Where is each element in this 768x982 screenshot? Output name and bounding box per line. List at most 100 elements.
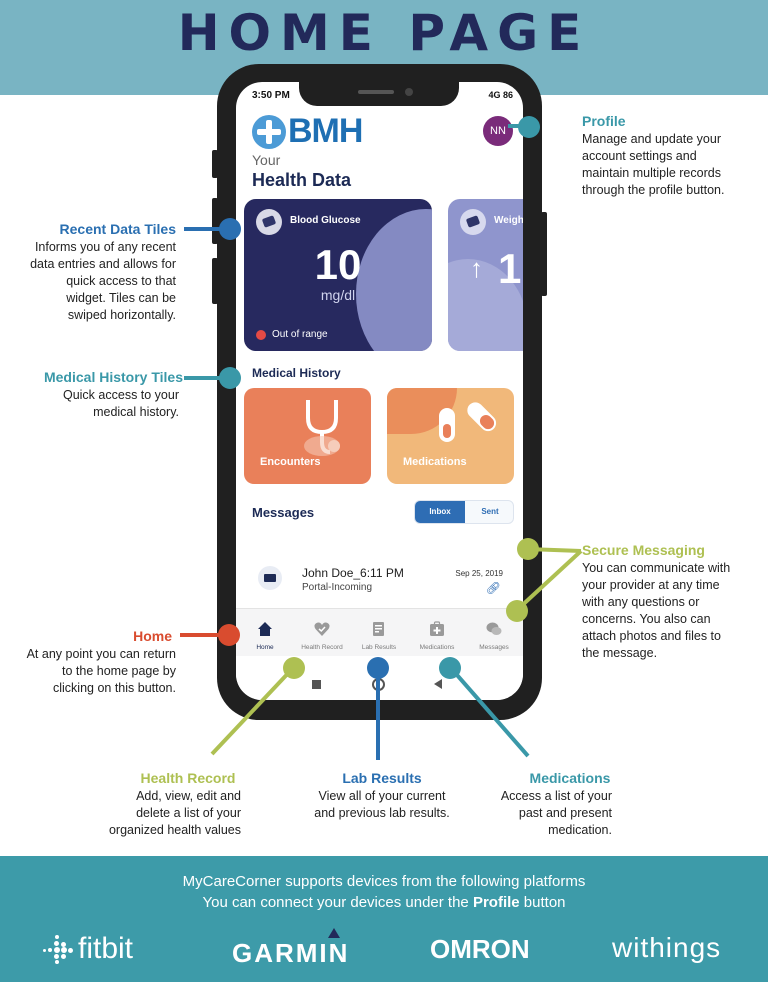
bmh-logo: BMH (252, 112, 363, 151)
tab-home-label: Home (256, 644, 274, 651)
medications-label: Medications (403, 456, 467, 468)
scale-icon (460, 209, 486, 235)
footer-line-1: MyCareCorner supports devices from the f… (182, 873, 586, 890)
footer-banner (0, 856, 768, 982)
messages-title: Messages (252, 505, 315, 520)
bottom-tab-bar: Home Health Record Lab Results Medicatio… (236, 608, 523, 656)
recent-data-connector (184, 227, 230, 231)
bmh-cross-icon (252, 114, 286, 149)
weight-tile[interactable]: Weigh ↑ 1 (448, 199, 523, 351)
home-annotation-title: Home (133, 628, 172, 644)
tab-messages[interactable]: Messages (465, 609, 523, 657)
profile-annotation-title: Profile (582, 113, 626, 129)
out-of-range-indicator (256, 330, 266, 340)
omron-logo: OMRON (430, 934, 530, 964)
tab-lab-results[interactable]: Lab Results (350, 609, 408, 657)
message-list-item[interactable]: John Doe_6:11 PM Portal-Incoming Sep 25,… (236, 552, 523, 604)
profile-annotation-text: Manage and update your account settings … (582, 132, 725, 197)
message-date: Sep 25, 2019 (455, 569, 503, 578)
pills-icon (439, 402, 497, 442)
footer-line-2: You can connect your devices under the P… (202, 894, 566, 911)
tab-lab-results-label: Lab Results (361, 644, 397, 651)
home-marker (218, 624, 240, 646)
medications-annotation-text: Access a list of your past and present m… (500, 789, 612, 837)
tile-label: Blood Glucose (290, 215, 361, 226)
secure-messaging-annotation-title: Secure Messaging (582, 542, 705, 558)
tab-medications-label: Medications (419, 644, 455, 651)
tile-value: 1 (498, 245, 522, 292)
health-record-annotation-title: Health Record (140, 770, 236, 786)
stethoscope-icon (304, 400, 340, 456)
fitbit-dots-icon (42, 934, 73, 964)
front-camera (405, 88, 413, 96)
secure-messaging-marker-1 (517, 538, 539, 560)
medications-annotation-title: Medications (529, 770, 611, 786)
phone-side-button (212, 150, 218, 178)
tile-value: 10 (314, 241, 362, 288)
home-annotation-text: At any point you can return to the home … (26, 647, 176, 695)
blood-glucose-tile[interactable]: Blood Glucose 10 mg/dl Out of range (244, 199, 432, 351)
greeting: Your (252, 152, 281, 168)
tab-messages-label: Messages (479, 644, 509, 651)
bottom-connectors (210, 665, 530, 760)
screen-heading: Health Data (252, 170, 352, 190)
lab-results-annotation-text: View all of your current and previous la… (314, 789, 450, 820)
envelope-icon (258, 566, 282, 590)
tile-status: Out of range (272, 329, 328, 340)
tab-health-record[interactable]: Health Record (293, 609, 351, 657)
messages-toggle: Inbox Sent (414, 500, 514, 524)
tile-label: Weigh (494, 215, 523, 226)
message-sender: John Doe_6:11 PM (302, 566, 404, 580)
medications-tile[interactable]: Medications (387, 388, 514, 484)
home-connector (180, 633, 230, 637)
tab-health-record-label: Health Record (301, 644, 343, 651)
medical-kit-icon (430, 621, 444, 636)
medications-marker (439, 657, 461, 679)
bmh-logo-text: BMH (288, 112, 363, 150)
medical-history-connector (184, 376, 230, 380)
status-time: 3:50 PM (252, 90, 290, 101)
chat-bubbles-icon (486, 622, 502, 635)
medical-history-title: Medical History (252, 366, 341, 380)
recent-apps-button[interactable] (312, 680, 321, 689)
status-network: 4G 86 (488, 90, 513, 100)
profile-avatar-button[interactable]: NN (483, 116, 513, 146)
garmin-wordmark: GARMIN (232, 938, 350, 968)
heart-check-icon (314, 622, 330, 636)
phone-volume-down (212, 258, 218, 304)
recent-data-annotation-text: Informs you of any recent data entries a… (30, 240, 176, 322)
phone-power-button (541, 212, 547, 296)
lab-report-icon (373, 622, 384, 636)
garmin-logo: GARMIN (232, 928, 350, 969)
recent-data-annotation-title: Recent Data Tiles (59, 221, 176, 237)
medical-history-marker (219, 367, 241, 389)
encounters-label: Encounters (260, 456, 321, 468)
health-record-marker (283, 657, 305, 679)
recent-data-marker (219, 218, 241, 240)
sent-tab[interactable]: Sent (481, 507, 499, 516)
fitbit-logo: fitbit (42, 932, 133, 966)
inbox-tab[interactable]: Inbox (415, 501, 465, 523)
health-record-annotation-text: Add, view, edit and delete a list of you… (108, 789, 241, 837)
tab-home[interactable]: Home (236, 609, 294, 657)
secure-messaging-marker-2 (506, 600, 528, 622)
tile-unit: mg/dl (320, 287, 356, 303)
page-title: HOME PAGE (177, 4, 591, 62)
encounters-tile[interactable]: Encounters (244, 388, 371, 484)
profile-marker (518, 116, 540, 138)
lab-results-annotation-title: Lab Results (342, 770, 422, 786)
glucose-meter-icon (256, 209, 282, 235)
garmin-triangle-icon (328, 928, 340, 938)
withings-logo: withings (612, 932, 722, 963)
phone-screen: 3:50 PM 4G 86 BMH NN Your Health Data Bl… (236, 82, 523, 700)
fitbit-wordmark: fitbit (78, 932, 134, 965)
tab-medications[interactable]: Medications (408, 609, 466, 657)
back-button[interactable] (434, 679, 442, 689)
medical-history-annotation-title: Medical History Tiles (43, 369, 183, 385)
home-icon (258, 622, 272, 636)
trend-up-arrow-icon: ↑ (470, 253, 483, 283)
lab-results-marker (367, 657, 389, 679)
phone-volume-up (212, 198, 218, 244)
secure-messaging-annotation-text: You can communicate with your provider a… (582, 561, 731, 660)
medical-history-annotation-text: Quick access to your medical history. (62, 388, 179, 419)
